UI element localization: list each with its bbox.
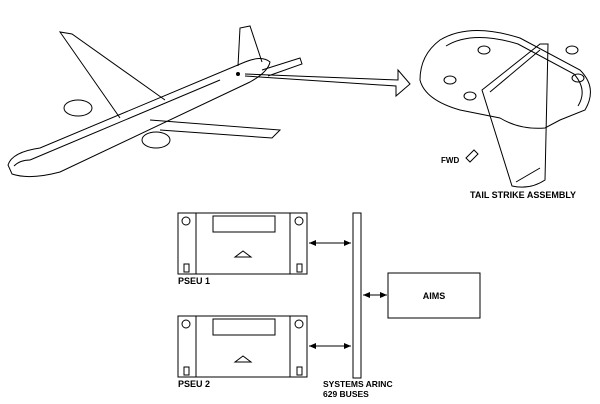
pseu2-unit: [177, 315, 308, 378]
tail-strike-assembly-illustration: [419, 30, 591, 188]
pseu2-label: PSEU 2: [178, 379, 210, 389]
aims-box: [387, 272, 481, 319]
airplane-illustration: [7, 25, 303, 178]
aims-label: AIMS: [423, 291, 446, 301]
bus-label-line2: 629 BUSES: [323, 389, 369, 399]
arinc-bus-bar: [352, 212, 362, 379]
tail-strike-assembly-label: TAIL STRIKE ASSEMBLY: [470, 190, 576, 200]
fwd-label: FWD: [441, 156, 459, 165]
pointer-arrow: [244, 68, 411, 98]
bus-label-line1: SYSTEMS ARINC: [323, 379, 393, 389]
pseu1-label: PSEU 1: [178, 276, 210, 286]
pseu1-unit: [177, 212, 308, 275]
